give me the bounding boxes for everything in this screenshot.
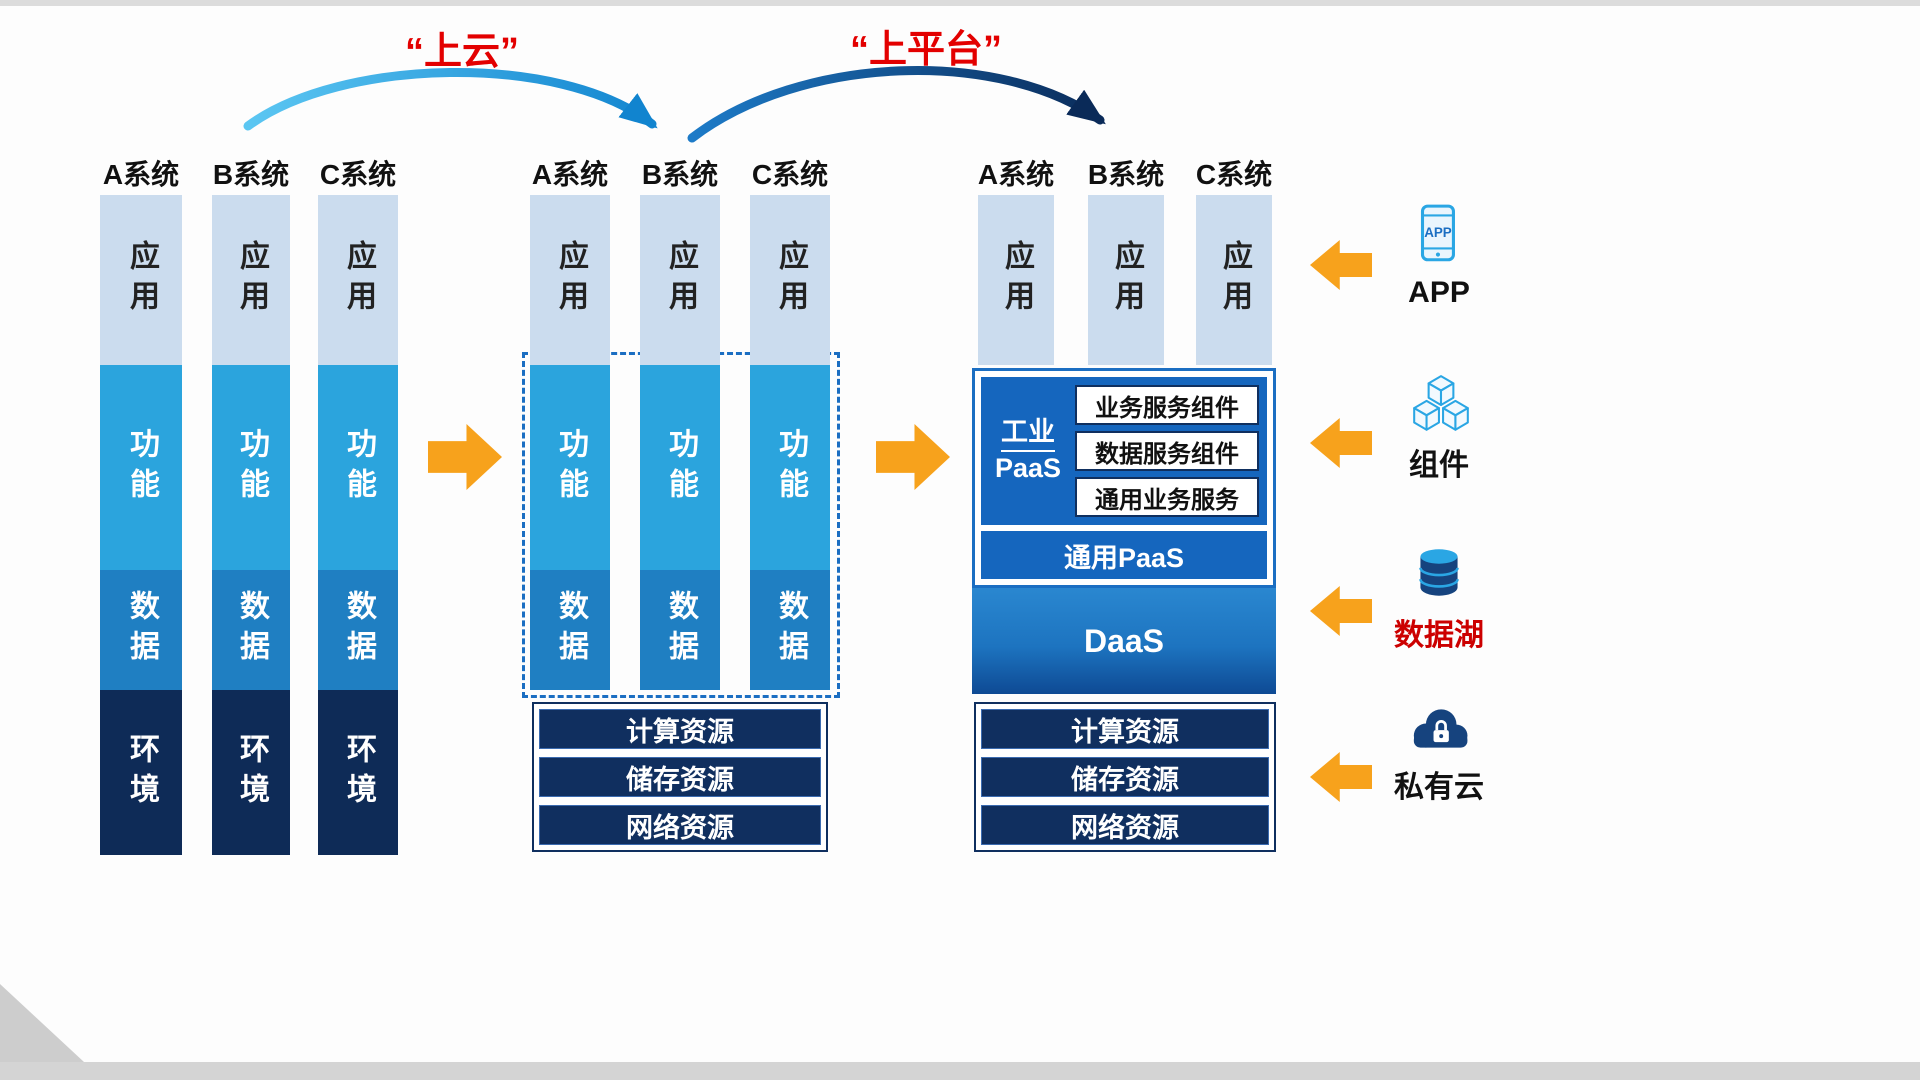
storage-resource-bar: 储存资源 xyxy=(539,757,821,797)
app-block: 应用 xyxy=(978,195,1054,365)
function-block: 功能 xyxy=(750,365,830,570)
data-block: 数据 xyxy=(318,570,398,690)
platform-migration-label: “上平台” xyxy=(850,29,1003,71)
app-block: 应用 xyxy=(1196,195,1272,365)
system-header: A系统 xyxy=(531,158,609,190)
cloud-migration-label: “上云” xyxy=(405,31,520,73)
stage3-column-a: A系统 应用 xyxy=(978,150,1054,365)
legend-label-private-cloud: 私有云 xyxy=(1394,771,1484,804)
industrial-paas-platform: 工业 PaaS 业务服务组件 数据服务组件 通用业务服务 通用PaaS xyxy=(972,368,1276,588)
slide-corner-decoration xyxy=(0,984,84,1062)
legend-label-app: APP xyxy=(1408,276,1470,309)
app-block: 应用 xyxy=(640,195,720,365)
env-block: 环境 xyxy=(212,690,290,855)
app-pointer-arrow xyxy=(1310,240,1372,290)
legend-label-components: 组件 xyxy=(1409,449,1469,482)
datalake-icon xyxy=(1419,549,1459,596)
private-cloud-pointer-arrow xyxy=(1310,752,1372,802)
system-header: C系统 xyxy=(1195,158,1273,190)
stage2-column-a: A系统 应用 功能 数据 xyxy=(530,150,610,690)
data-service-component: 数据服务组件 xyxy=(1075,431,1259,471)
stage1-column-b: B系统 应用 功能 数据 环境 xyxy=(212,150,290,855)
components-pointer-arrow xyxy=(1310,418,1372,468)
slide-bottom-edge xyxy=(0,1062,1920,1080)
stage3-column-c: C系统 应用 xyxy=(1196,150,1272,365)
industrial-paas-label: 工业 PaaS xyxy=(989,416,1067,486)
system-header: C系统 xyxy=(751,158,829,190)
storage-resource-bar: 储存资源 xyxy=(981,757,1269,797)
data-block: 数据 xyxy=(530,570,610,690)
data-block: 数据 xyxy=(100,570,182,690)
env-block: 环境 xyxy=(318,690,398,855)
data-block: 数据 xyxy=(750,570,830,690)
compute-resource-bar: 计算资源 xyxy=(539,709,821,749)
function-block: 功能 xyxy=(318,365,398,570)
function-block: 功能 xyxy=(530,365,610,570)
daas-block: DaaS xyxy=(972,588,1276,694)
cloud-lock-icon xyxy=(1413,709,1468,748)
network-resource-bar: 网络资源 xyxy=(981,805,1269,845)
app-block: 应用 xyxy=(100,195,182,365)
stage1-column-c: C系统 应用 功能 数据 环境 xyxy=(318,150,398,855)
business-service-component: 业务服务组件 xyxy=(1075,385,1259,425)
stage1-column-a: A系统 应用 功能 数据 环境 xyxy=(100,150,182,855)
system-header: B系统 xyxy=(212,158,290,190)
app-block: 应用 xyxy=(212,195,290,365)
app-block: 应用 xyxy=(318,195,398,365)
data-block: 数据 xyxy=(212,570,290,690)
slide-top-edge xyxy=(0,0,1920,6)
app-block: 应用 xyxy=(1088,195,1164,365)
function-block: 功能 xyxy=(640,365,720,570)
platform-curved-arrow xyxy=(687,66,1106,143)
system-header: B系统 xyxy=(641,158,719,190)
industrial-paas-label-line1: 工业 xyxy=(1001,416,1055,452)
stage2-column-b: B系统 应用 功能 数据 xyxy=(640,150,720,690)
compute-resource-bar: 计算资源 xyxy=(981,709,1269,749)
network-resource-bar: 网络资源 xyxy=(539,805,821,845)
cloud-curved-arrow xyxy=(243,68,658,131)
industrial-paas-label-line2: PaaS xyxy=(994,453,1062,483)
system-header: A系统 xyxy=(977,158,1055,190)
stage3-shared-resources: 计算资源 储存资源 网络资源 xyxy=(974,702,1276,852)
app-block: 应用 xyxy=(750,195,830,365)
system-header: C系统 xyxy=(319,158,397,190)
stage1-to-stage2-arrow xyxy=(428,424,502,490)
paas-service-list: 业务服务组件 数据服务组件 通用业务服务 xyxy=(1075,385,1259,517)
app-block: 应用 xyxy=(530,195,610,365)
stage2-to-stage3-arrow xyxy=(876,424,950,490)
app-icon-text: APP xyxy=(1424,225,1452,240)
industrial-paas-section: 工业 PaaS 业务服务组件 数据服务组件 通用业务服务 xyxy=(981,377,1267,525)
function-block: 功能 xyxy=(100,365,182,570)
stage3-column-b: B系统 应用 xyxy=(1088,150,1164,365)
function-block: 功能 xyxy=(212,365,290,570)
env-block: 环境 xyxy=(100,690,182,855)
stage2-column-c: C系统 应用 功能 数据 xyxy=(750,150,830,690)
components-icon xyxy=(1413,375,1469,431)
general-business-service: 通用业务服务 xyxy=(1075,477,1259,517)
data-block: 数据 xyxy=(640,570,720,690)
datalake-pointer-arrow xyxy=(1310,586,1372,636)
stage2-shared-resources: 计算资源 储存资源 网络资源 xyxy=(532,702,828,852)
system-header: B系统 xyxy=(1087,158,1165,190)
app-icon: APP xyxy=(1420,204,1455,262)
common-paas-bar: 通用PaaS xyxy=(981,531,1267,579)
system-header: A系统 xyxy=(102,158,180,190)
legend-label-datalake: 数据湖 xyxy=(1394,619,1484,652)
